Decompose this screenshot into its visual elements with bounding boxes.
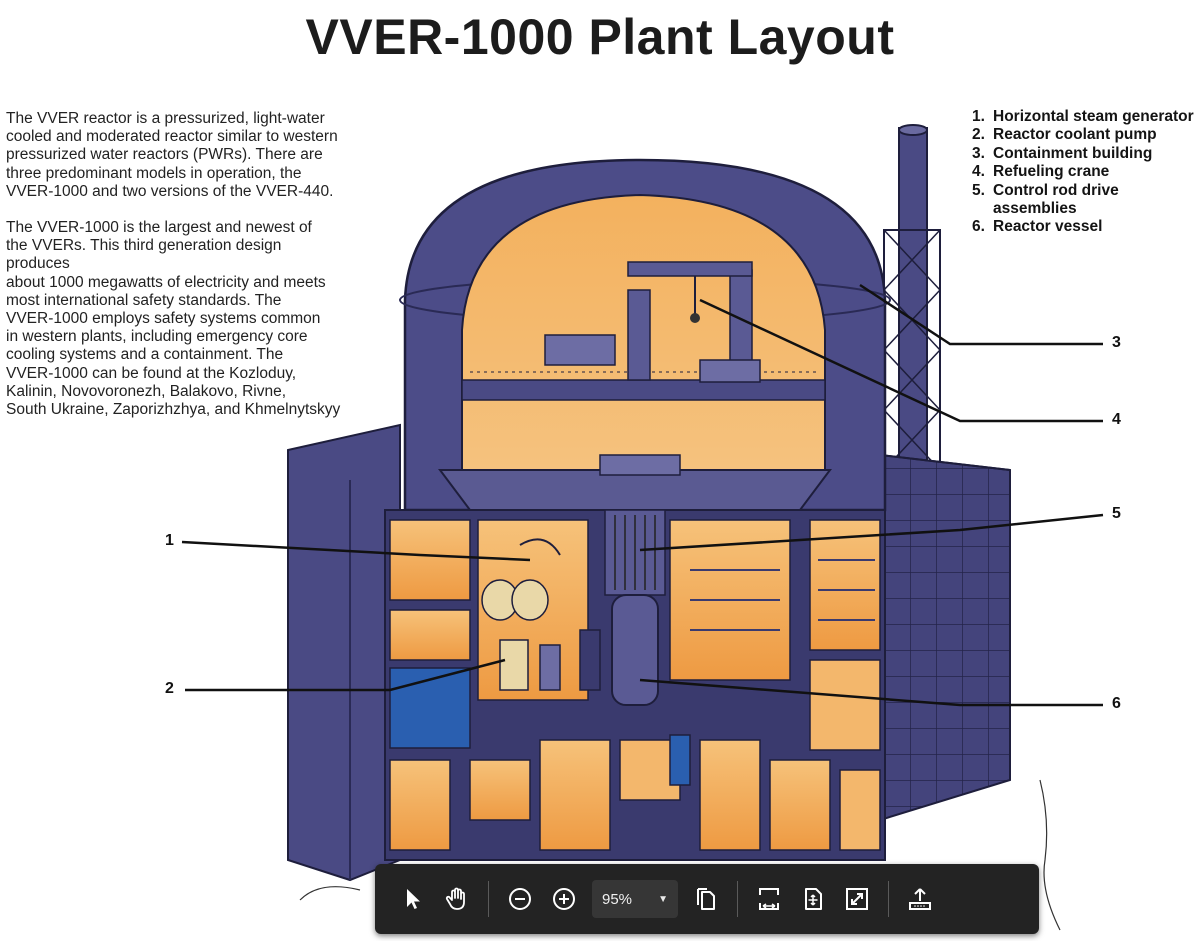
legend-number: 1. [972, 108, 985, 125]
legend-label: Horizontal steam generator [993, 108, 1194, 125]
legend-item: 1. Horizontal steam generator [972, 108, 1197, 126]
zoom-level-value: 95% [602, 890, 633, 908]
pan-tool-button[interactable] [435, 877, 479, 921]
legend-item: 5. Control rod drive assemblies [972, 182, 1197, 219]
callout-lines [181, 283, 1104, 707]
fit-width-button[interactable] [747, 877, 791, 921]
zoom-in-icon [553, 888, 575, 910]
page-copy-button[interactable] [684, 877, 728, 921]
fit-width-icon [759, 888, 779, 910]
equipment-rooms [389, 519, 881, 851]
legend-number: 3. [972, 144, 985, 162]
zoom-level-select[interactable]: 95% ▼ [592, 880, 678, 918]
fullscreen-button[interactable] [835, 877, 879, 921]
fullscreen-icon [846, 888, 868, 910]
ventilation-stack [883, 124, 941, 471]
legend-number: 6. [972, 218, 985, 236]
callout-number-3: 3 [1112, 334, 1121, 351]
page-title: VVER-1000 Plant Layout [305, 9, 895, 65]
select-tool-button[interactable] [391, 877, 435, 921]
callout-number-4: 4 [1112, 411, 1121, 428]
component-legend: 1. Horizontal steam generator 2. Reactor c… [972, 108, 1197, 237]
viewer-toolbar: 95% ▼ [375, 864, 1039, 934]
leader-line-1 [181, 540, 531, 562]
toolbar-divider [737, 881, 738, 917]
leader-line-3 [859, 283, 1103, 346]
leader-line-4 [699, 298, 1103, 423]
intro-text: The VVER reactor is a pressurized, light… [6, 110, 396, 437]
legend-number: 4. [972, 163, 985, 181]
legend-label: Containment building [993, 144, 1153, 162]
export-button[interactable] [898, 877, 942, 921]
leader-line-2 [185, 658, 506, 692]
legend-item: 4. Refueling crane [972, 163, 1197, 181]
intro-paragraph-2: The VVER-1000 is the largest and newest … [6, 219, 341, 419]
legend-label: Reactor coolant pump [993, 126, 1157, 144]
fit-page-icon [805, 888, 822, 910]
select-cursor-icon [407, 889, 420, 909]
callout-number-2: 2 [165, 680, 174, 697]
toolbar-divider [888, 881, 889, 917]
callout-number-6: 6 [1112, 695, 1121, 712]
reactor-coolant-pump [499, 639, 561, 691]
leader-line-6 [639, 678, 1103, 707]
export-upload-icon [909, 888, 931, 910]
legend-label: Refueling crane [993, 163, 1110, 181]
legend-item: 2. Reactor coolant pump [972, 126, 1197, 144]
reactor-vessel [579, 509, 666, 706]
legend-label: Control rod drive assemblies [993, 181, 1119, 218]
intro-paragraph-1: The VVER reactor is a pressurized, light… [6, 110, 338, 200]
legend-item: 6. Reactor vessel [972, 218, 1197, 236]
leader-line-5 [639, 513, 1104, 552]
page-copy-icon [697, 888, 715, 910]
fit-page-button[interactable] [791, 877, 835, 921]
legend-label: Reactor vessel [993, 218, 1103, 236]
toolbar-divider [488, 881, 489, 917]
steam-generator [481, 538, 561, 621]
zoom-out-button[interactable] [498, 877, 542, 921]
zoom-in-button[interactable] [542, 877, 586, 921]
legend-number: 5. [972, 181, 985, 199]
zoom-out-icon [509, 888, 531, 910]
legend-item: 3. Containment building [972, 145, 1197, 163]
hand-pan-icon [445, 887, 465, 910]
callout-number-1: 1 [165, 532, 174, 549]
callout-number-5: 5 [1112, 505, 1121, 522]
legend-number: 2. [972, 126, 985, 144]
zoom-dropdown-icon: ▼ [658, 893, 668, 905]
